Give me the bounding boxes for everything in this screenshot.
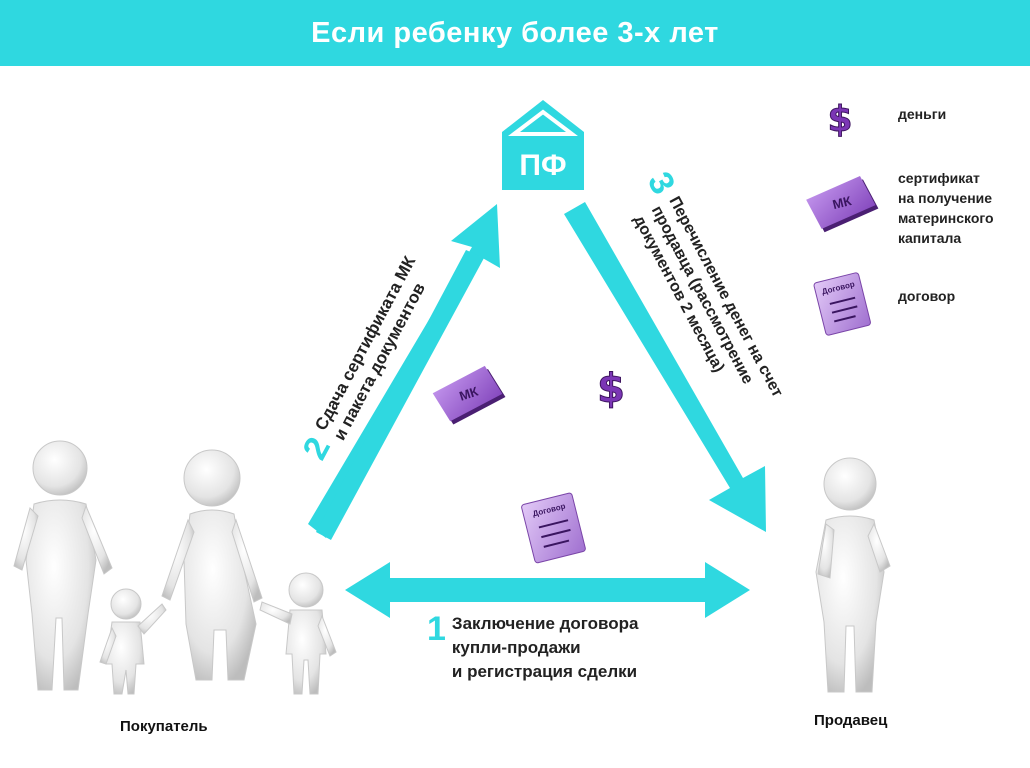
money-icon: $ <box>597 366 626 413</box>
step-1-number: 1 <box>427 610 446 648</box>
pension-fund-house-icon: ПФ <box>502 100 584 190</box>
legend-certificate-text: сертификат на получение материнского кап… <box>898 170 994 246</box>
legend-money-icon: $ <box>827 99 853 141</box>
svg-text:$: $ <box>827 99 852 140</box>
legend-contract-text: договор <box>898 288 956 304</box>
certificate-icon: МК <box>432 365 506 425</box>
arrow-step-2 <box>308 204 500 540</box>
buyer-label: Покупатель <box>120 718 208 735</box>
svg-text:$: $ <box>597 366 625 412</box>
legend-money-text: деньги <box>898 106 947 122</box>
arrow-step-3 <box>564 202 766 532</box>
header-banner: Если ребенку более 3-х лет <box>0 0 1030 66</box>
seller-label: Продавец <box>814 712 888 729</box>
step-3-label: 3 Перечисление денег на счет продавца (р… <box>630 166 786 400</box>
legend-certificate-label: МК <box>831 193 853 212</box>
step-1-label: 1 Заключение договора купли-продажи и ре… <box>427 612 639 684</box>
contract-icon: Договор <box>521 492 586 564</box>
arrow-step-1 <box>345 562 750 618</box>
step-1-text: Заключение договора купли-продажи и реги… <box>451 614 639 681</box>
pf-label: ПФ <box>519 149 566 182</box>
certificate-label: МК <box>457 384 480 404</box>
page-title: Если ребенку более 3-х лет <box>311 16 719 49</box>
legend-contract-icon: Договор <box>813 272 871 336</box>
legend-certificate-icon: МК <box>806 175 879 233</box>
buyer-family-figure <box>13 440 337 695</box>
seller-figure <box>815 457 891 693</box>
